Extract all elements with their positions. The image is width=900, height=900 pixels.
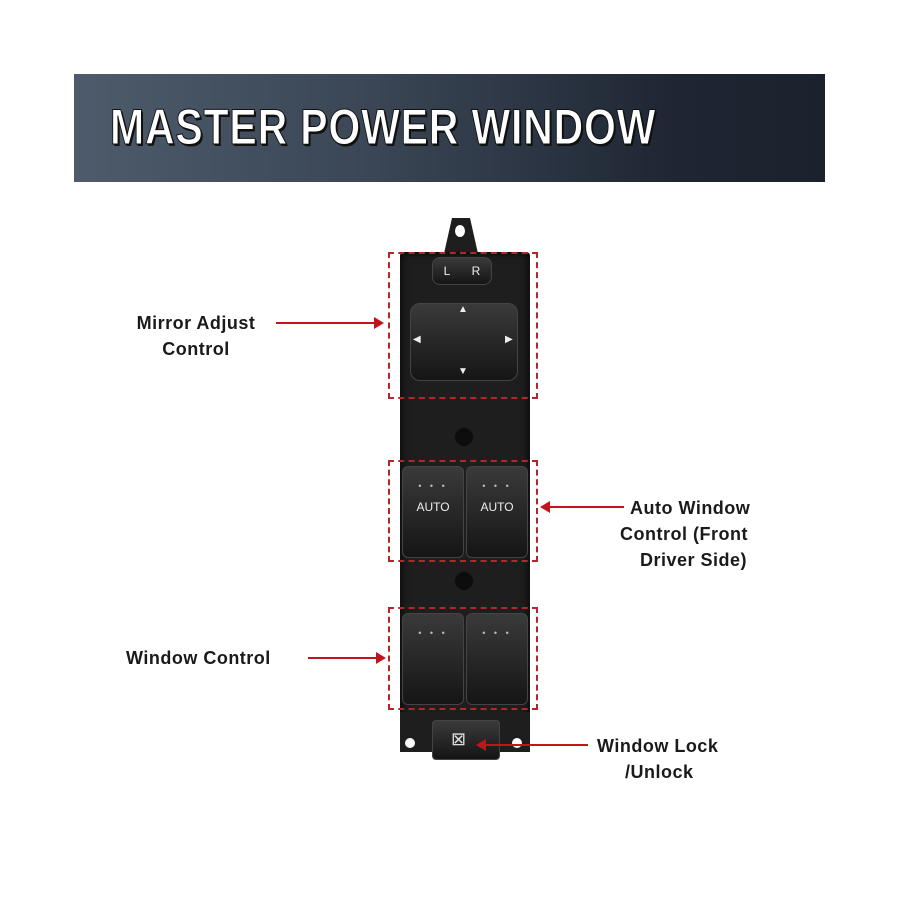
callout-text: Window Lock bbox=[597, 736, 719, 756]
screw-hole bbox=[455, 572, 473, 590]
mirror-adjust-pad[interactable]: ▲ ▼ ◀ ▶ bbox=[410, 303, 518, 381]
indicator-dots: • • • bbox=[418, 628, 448, 638]
window-switch-right[interactable]: • • • bbox=[466, 613, 528, 705]
arrow-left-icon bbox=[476, 739, 588, 751]
page-title: MASTER POWER WINDOW bbox=[110, 99, 657, 156]
mount-hole-right bbox=[512, 738, 522, 748]
arrow-left-icon: ◀ bbox=[413, 334, 421, 345]
auto-highlight-box bbox=[388, 460, 538, 562]
lock-callout: Window Lock /Unlock bbox=[597, 733, 718, 785]
mirror-select-switch[interactable]: L R bbox=[432, 257, 492, 285]
mirror-left-label: L bbox=[443, 264, 451, 278]
mirror-callout: Mirror Adjust Control bbox=[110, 310, 282, 362]
mirror-highlight-box bbox=[388, 252, 538, 399]
window-lock-icon: ⊠ bbox=[451, 729, 467, 749]
arrow-right-icon bbox=[308, 652, 386, 664]
indicator-dots: • • • bbox=[482, 628, 512, 638]
screw-hole bbox=[455, 428, 473, 446]
arrow-down-icon: ▼ bbox=[458, 366, 468, 377]
arrow-right-icon bbox=[276, 317, 384, 329]
window-lock-button[interactable]: ⊠ bbox=[432, 720, 500, 760]
callout-text: Control (Front bbox=[620, 524, 748, 544]
auto-callout: Auto Window Control (Front Driver Side) bbox=[620, 495, 790, 573]
arrow-right-icon: ▶ bbox=[505, 334, 513, 345]
auto-label: AUTO bbox=[416, 500, 450, 514]
mount-hole-left bbox=[405, 738, 415, 748]
mirror-right-label: R bbox=[471, 264, 481, 278]
indicator-dots: • • • bbox=[482, 481, 512, 491]
callout-text: Mirror Adjust bbox=[136, 313, 256, 333]
window-switch-left[interactable]: • • • bbox=[402, 613, 464, 705]
callout-text: Auto Window bbox=[630, 498, 751, 518]
callout-text: /Unlock bbox=[625, 762, 694, 782]
arrow-left-icon bbox=[540, 501, 624, 513]
title-banner: MASTER POWER WINDOW bbox=[74, 74, 825, 182]
arrow-up-icon: ▲ bbox=[458, 304, 468, 315]
auto-window-switch-right[interactable]: • • • AUTO bbox=[466, 466, 528, 558]
window-highlight-box bbox=[388, 607, 538, 710]
callout-text: Driver Side) bbox=[640, 550, 748, 570]
mounting-hole bbox=[455, 225, 465, 237]
auto-label: AUTO bbox=[480, 500, 514, 514]
window-callout: Window Control bbox=[126, 648, 271, 668]
callout-text: Control bbox=[162, 339, 230, 359]
auto-window-switch-left[interactable]: • • • AUTO bbox=[402, 466, 464, 558]
indicator-dots: • • • bbox=[418, 481, 448, 491]
